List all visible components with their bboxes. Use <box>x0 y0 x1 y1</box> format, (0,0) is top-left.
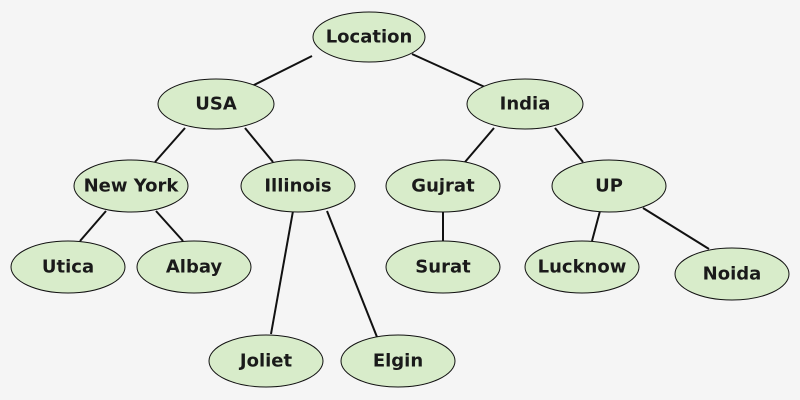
node-utica-ellipse <box>10 240 126 294</box>
node-india: India <box>466 78 584 130</box>
node-india-label: India <box>500 94 551 115</box>
node-elgin: Elgin <box>340 334 456 388</box>
node-noida: Noida <box>674 247 790 301</box>
node-lucknow: Lucknow <box>524 240 640 294</box>
node-albay-ellipse <box>136 240 252 294</box>
edge-india-gujrat <box>464 127 495 163</box>
nodes: Location USA India New York Illinois Guj… <box>10 11 790 388</box>
node-gujrat: Gujrat <box>385 159 501 213</box>
edge-illinois-joliet <box>270 210 294 335</box>
node-new-york: New York <box>73 159 189 213</box>
node-joliet: Joliet <box>208 334 324 388</box>
edge-new-york-utica <box>79 210 107 242</box>
edge-up-noida <box>642 207 710 250</box>
node-gujrat-label: Gujrat <box>411 176 475 197</box>
node-albay-label: Albay <box>166 257 223 278</box>
node-noida-label: Noida <box>703 264 762 285</box>
node-albay: Albay <box>136 240 252 294</box>
node-up-label: UP <box>595 176 623 197</box>
node-location: Location <box>312 11 426 63</box>
node-lucknow-ellipse <box>524 240 640 294</box>
node-location-ellipse <box>312 11 426 63</box>
edge-usa-new-york <box>154 127 186 163</box>
node-elgin-label: Elgin <box>373 351 423 372</box>
node-india-ellipse <box>466 78 584 130</box>
node-lucknow-label: Lucknow <box>538 257 627 278</box>
edge-location-usa <box>249 55 313 88</box>
node-usa-label: USA <box>195 94 237 115</box>
node-joliet-label: Joliet <box>238 351 293 372</box>
node-surat-ellipse <box>385 240 501 294</box>
edge-usa-illinois <box>244 127 274 163</box>
node-gujrat-ellipse <box>385 159 501 213</box>
node-elgin-ellipse <box>340 334 456 388</box>
node-location-label: Location <box>326 27 413 48</box>
node-utica: Utica <box>10 240 126 294</box>
node-usa: USA <box>157 78 275 130</box>
node-surat-label: Surat <box>415 257 471 278</box>
edge-illinois-elgin <box>326 210 378 338</box>
node-illinois-ellipse <box>240 159 356 213</box>
node-noida-ellipse <box>674 247 790 301</box>
edge-location-india <box>411 53 488 89</box>
node-new-york-ellipse <box>73 159 189 213</box>
node-new-york-label: New York <box>84 176 180 197</box>
node-usa-ellipse <box>157 78 275 130</box>
node-joliet-ellipse <box>208 334 324 388</box>
node-utica-label: Utica <box>42 257 94 278</box>
node-up: UP <box>551 159 667 213</box>
edges <box>79 53 710 338</box>
edge-up-lucknow <box>591 210 601 242</box>
node-illinois: Illinois <box>240 159 356 213</box>
edge-new-york-albay <box>155 210 184 242</box>
edge-india-up <box>554 127 584 163</box>
node-surat: Surat <box>385 240 501 294</box>
node-up-ellipse <box>551 159 667 213</box>
node-illinois-label: Illinois <box>264 176 331 197</box>
